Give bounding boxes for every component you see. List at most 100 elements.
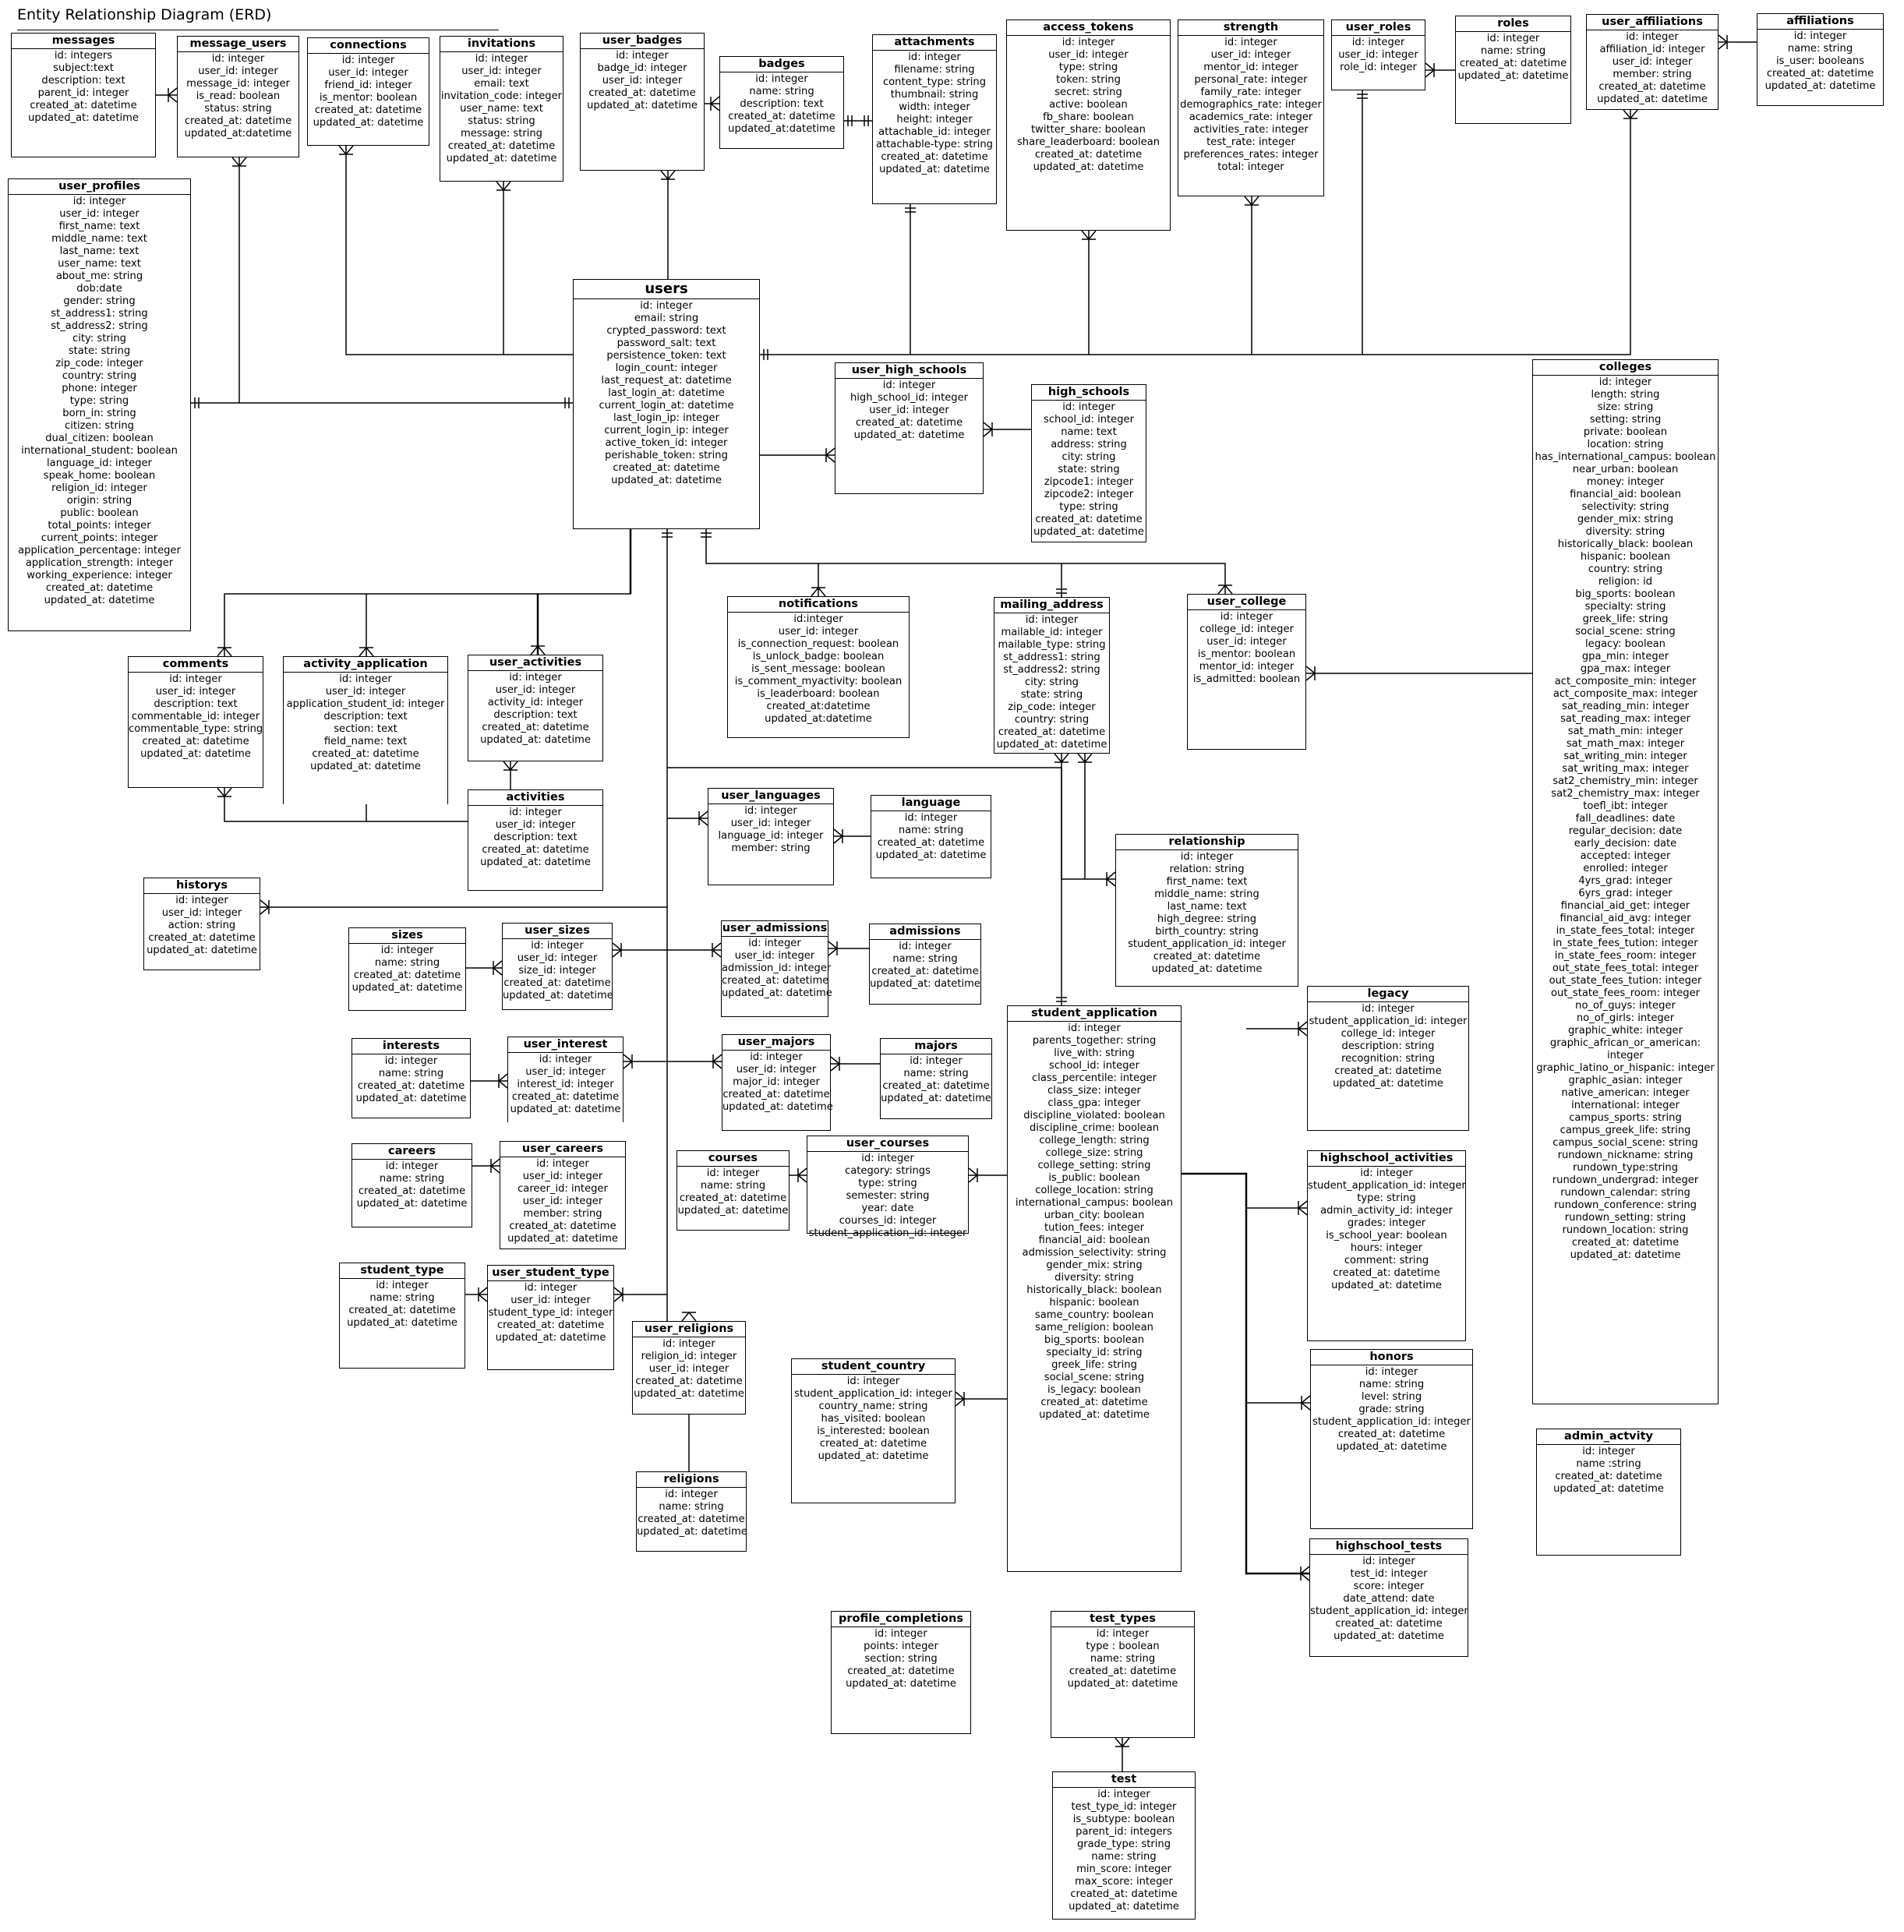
entity-field: greek_life: string [1051,1359,1137,1371]
entity-field: section: string [864,1653,938,1665]
entity-field: greek_life: string [1582,613,1669,625]
entity-field: campus_greek_life: string [1560,1125,1691,1136]
entity-field: dual_citizen: boolean [45,433,154,444]
entity-field: private: boolean [1583,426,1668,438]
entity-field: created_at: datetime [1034,149,1143,161]
entity-field: updated_at: datetime [853,429,965,441]
entity-field: created_at: datetime [882,1080,990,1092]
entity-field: school_id: integer [1049,1060,1139,1072]
entity-field: min_score: integer [1076,1863,1171,1875]
entity-field: id: integer [662,1338,715,1350]
entity-field: college_id: integer [1341,1028,1436,1040]
entity-field: country_name: string [818,1400,928,1412]
entity-field: financial_aid: boolean [1570,489,1681,500]
entity-field: name: string [749,86,814,97]
entity-field: state: string [68,345,131,357]
entity-field: sat_math_max: integer [1566,738,1685,750]
entity-field: parent_id: integer [37,87,129,99]
entity-name: user_careers [500,1142,625,1157]
entity-name: user_courses [807,1136,968,1152]
entity-field: badge_id: integer [597,62,687,74]
entity-field: updated_at: datetime [634,1388,744,1400]
entity-field: user_id: integer [778,626,859,638]
entity-field: created_at: datetime [1333,1267,1440,1279]
entity-field: created_at: datetime [1337,1429,1446,1440]
entity-field: user_id: integer [495,819,576,831]
entity-field: no_of_guys: integer [1575,1000,1676,1012]
entity-field: updated_at: datetime [351,982,463,994]
entity-name: admissions [870,924,980,940]
entity-field: updated_at: datetime [637,1526,747,1538]
entity-field: id: integer [169,673,222,685]
entity-field: mailable_type: string [998,639,1106,651]
entity-field: grades: integer [1347,1217,1426,1229]
entity-field: application_strength: integer [25,557,174,569]
entity-name: activities [468,790,602,806]
entity-field: type: string [1357,1192,1416,1204]
entity-field: updated_at:datetime [765,713,872,725]
entity-field: st_address2: string [51,320,148,332]
entity-field: created_at: datetime [1069,1665,1177,1677]
entity-field: international: integer [1571,1100,1680,1111]
entity-field: updated_at: datetime [495,1332,606,1344]
entity-field: grade_type: string [1076,1838,1171,1850]
entity-field: application_percentage: integer [18,545,181,556]
entity-field: historically_black: boolean [1026,1284,1162,1296]
entity-field: location: string [1587,439,1664,450]
entity-field: created_at: datetime [635,1376,743,1387]
entity-field: setting: string [1589,414,1662,426]
entity-field: is_leaderboard: boolean [757,688,880,700]
entity-field: member: string [1613,69,1692,80]
entity-name: profile_completions [832,1612,970,1627]
entity-field: out_state_fees_total: integer [1552,962,1699,974]
entity-field: id: integer [1626,31,1679,43]
entity-field: language_id: integer [718,830,824,842]
entity-field: updated_at: datetime [722,987,832,999]
entity-field: created_at: datetime [1040,1397,1148,1408]
entity-field: user_name: text [460,103,543,115]
entity-field: field_name: text [323,736,408,747]
entity-name: connections [308,38,429,54]
entity-field: id: integer [750,1051,803,1063]
entity-field: has_visited: boolean [821,1413,926,1425]
entity-field: created_at: datetime [855,417,963,429]
entity-field: graphic_latino_or_hispanic: integer [1536,1062,1715,1074]
entity-field: score: integer [1353,1581,1425,1592]
entity-field: description: text [740,98,824,110]
entity-field: updated_at: datetime [996,739,1107,751]
entity-field: social_scene: string [1575,626,1676,638]
entity-field: early_decision: date [1574,838,1677,849]
entity-field: updated_at:datetime [184,128,292,140]
entity-field: token: string [1056,74,1121,86]
entity-field: created_at: datetime [1070,1888,1178,1900]
entity-field: action: string [168,920,236,931]
entity-field: updated_at: datetime [587,100,698,111]
entity-field: year: date [861,1203,914,1214]
entity-field: student_application_id: integer [808,1227,967,1239]
entity-field: gender_mix: string [1577,514,1674,525]
entity-field: type: string [858,1178,917,1189]
entity-field: same_religion: boolean [1035,1322,1153,1333]
entity-field: size: string [1597,401,1654,413]
entity-field: updated_at: datetime [881,1093,991,1104]
entity-field: created_at: datetime [613,462,720,474]
entity-field: class_size: integer [1047,1085,1141,1097]
entity-field: created_at: datetime [1334,1065,1442,1077]
entity-field: created_at: datetime [1459,58,1567,69]
entity-field: updated_at: datetime [677,1205,789,1217]
entity-name: user_religions [633,1322,745,1337]
entity-field: updated_at: datetime [1151,963,1263,975]
